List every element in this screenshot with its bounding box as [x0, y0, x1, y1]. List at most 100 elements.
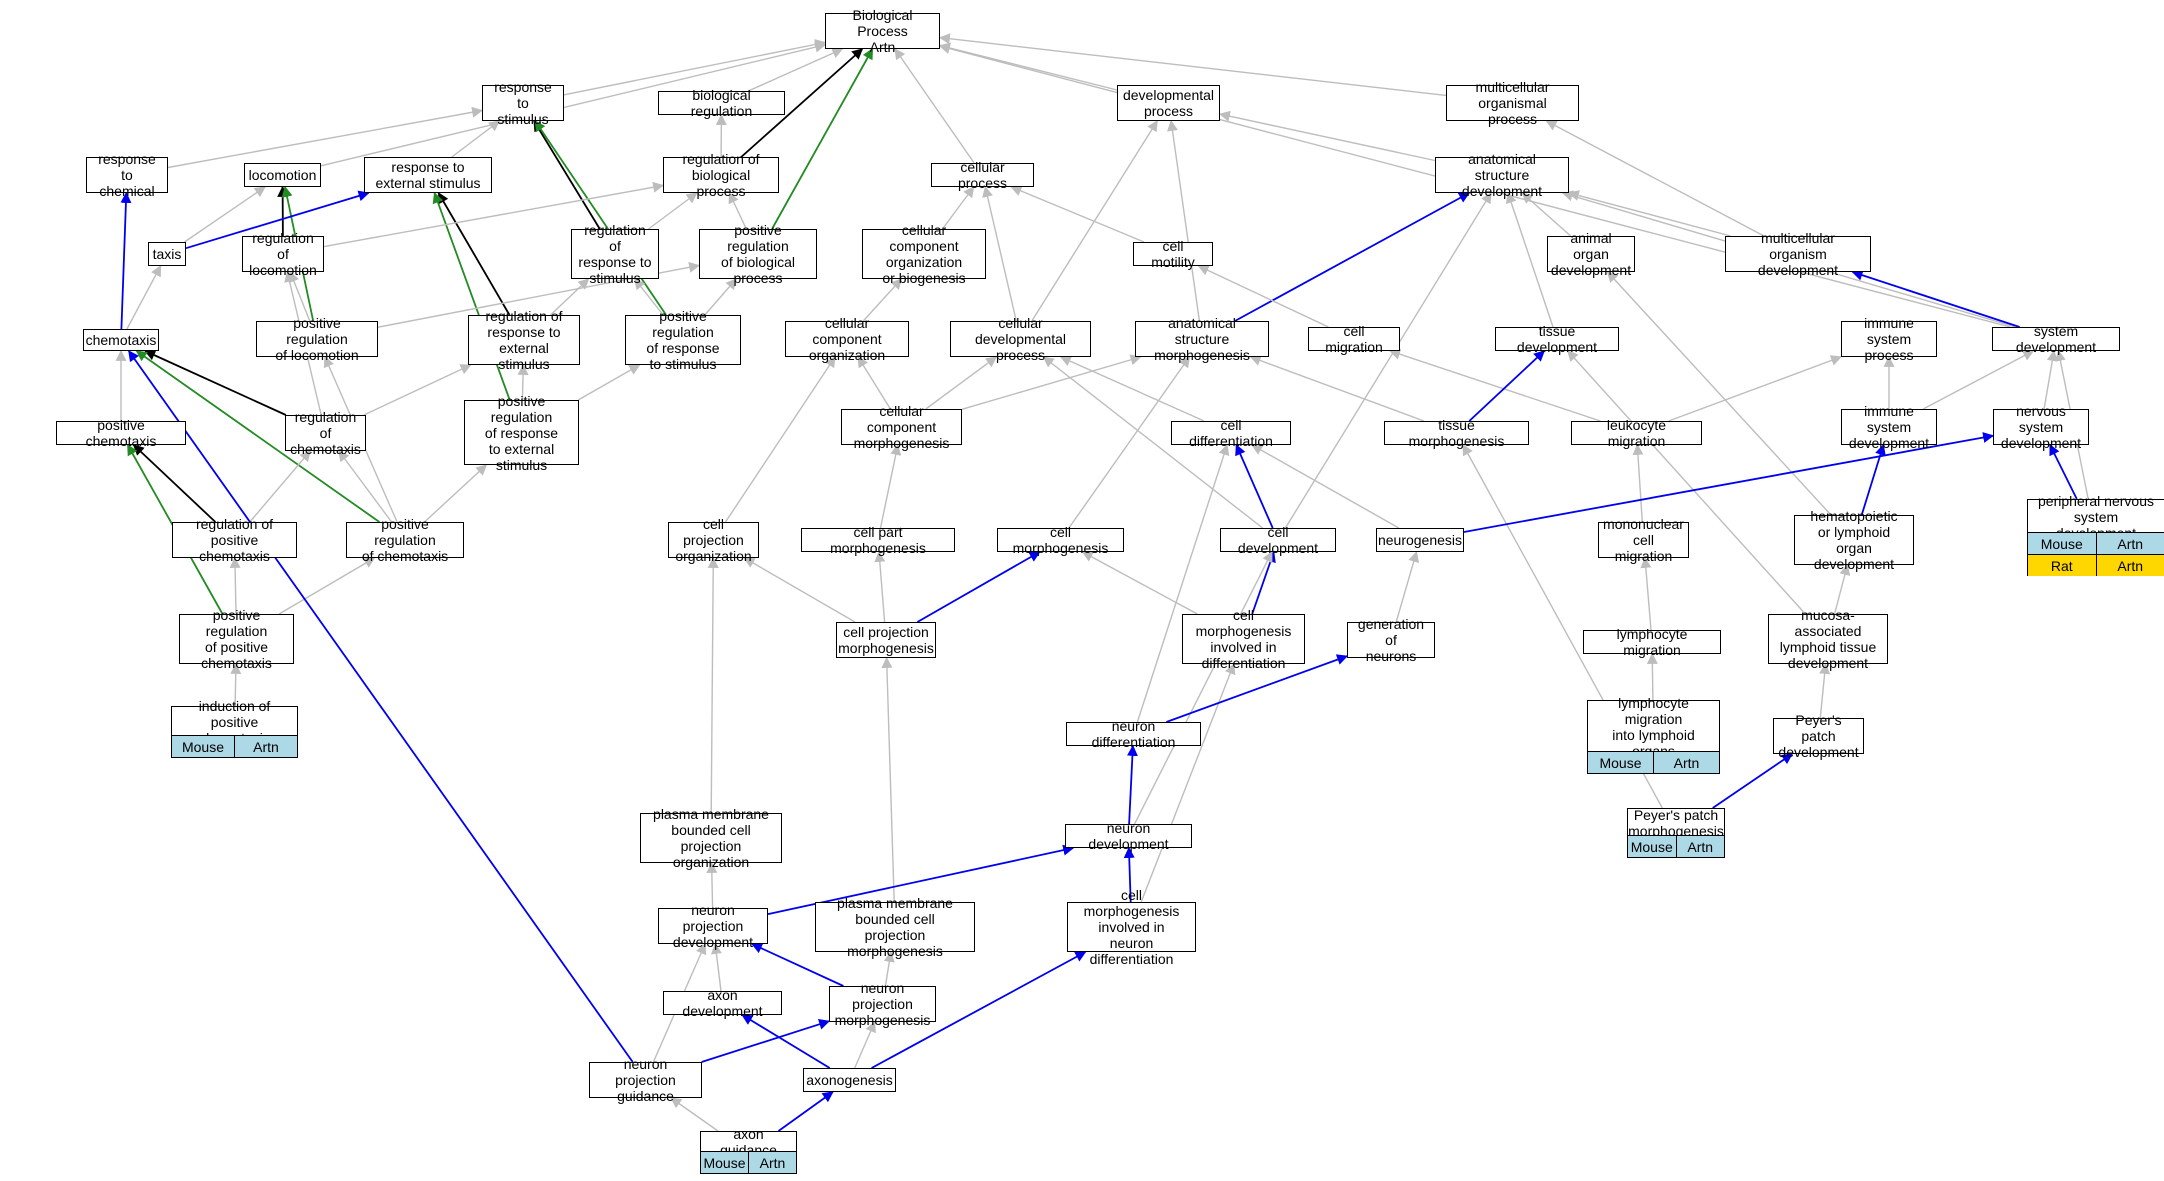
term-node-resp-chem[interactable]: response to chemical	[86, 151, 168, 199]
edge-is-a-cell-part-morph-to-cc-morph	[879, 443, 902, 529]
term-node-anat-morph[interactable]: anatomical structure morphogenesis	[1135, 315, 1269, 363]
term-node-locomotion[interactable]: locomotion	[244, 163, 321, 187]
edge-is-a-cell-dev-to-cell-dev-proc	[1042, 356, 1264, 529]
term-node-tissue-dev[interactable]: tissue development	[1495, 323, 1619, 355]
term-node-reg-pos-chemo[interactable]: regulation of positive chemotaxis	[172, 516, 297, 564]
edge-part-of-system-dev-to-multi-org-dev	[1851, 269, 2020, 328]
term-node-cell-motility[interactable]: cell motility	[1133, 238, 1213, 270]
term-node-immune-dev[interactable]: immune system development	[1841, 403, 1937, 451]
term-node-multi-proc[interactable]: multicellular organismal process	[1446, 79, 1579, 127]
term-node-reg-loco[interactable]: regulation of locomotion	[242, 230, 324, 278]
term-node-chemotaxis[interactable]: chemotaxis	[83, 329, 159, 351]
edge-is-a-malt-dev-to-hemato	[1833, 563, 1851, 615]
term-node-reg-bio[interactable]: regulation of biological process	[663, 151, 779, 199]
term-node-cp-morph[interactable]: cell projection morphogenesis	[836, 622, 936, 658]
term-node-cc-org2[interactable]: cellular component organization	[785, 315, 909, 363]
term-node-pos-reg-chemo[interactable]: positive regulation of chemotaxis	[346, 516, 464, 564]
edge-is-a-cell-motility-to-cell-proc	[1010, 185, 1145, 243]
term-node-axonogenesis[interactable]: axonogenesis	[803, 1068, 896, 1092]
term-node-cc-morph[interactable]: cellular component morphogenesis	[841, 403, 962, 451]
edge-is-a-pos-reg-resp-ext-to-pos-reg-resp-stim	[577, 364, 641, 401]
term-node-hemato[interactable]: hematopoietic or lymphoid organ developm…	[1794, 508, 1914, 572]
edge-part-of-peyer-morph-to-peyer-dev	[1712, 753, 1794, 809]
term-node-periph-dev[interactable]: peripheral nervous system development	[2027, 493, 2164, 541]
edge-part-of-axonogenesis-to-axon-dev	[741, 1014, 831, 1069]
term-node-pos-reg-resp-ext[interactable]: positive regulation of response to exter…	[464, 393, 579, 473]
edge-is-a-cell-dev-to-anat-dev	[1284, 192, 1492, 529]
edge-is-a-pm-cp-morph-to-cp-morph	[881, 656, 895, 903]
term-node-malt-dev[interactable]: mucosa-associated lymphoid tissue develo…	[1768, 607, 1888, 671]
term-node-resp-ext[interactable]: response to external stimulus	[364, 157, 492, 193]
term-node-leuko-mig[interactable]: leukocyte migration	[1571, 417, 1702, 449]
term-node-multi-org-dev[interactable]: multicellular organism development	[1725, 230, 1871, 278]
edge-part-of-cp-morph-to-cell-morph	[916, 551, 1041, 623]
term-node-taxis[interactable]: taxis	[148, 242, 186, 266]
term-node-cell-diff[interactable]: cell differentiation	[1171, 417, 1291, 449]
term-node-cm-inv-diff[interactable]: cell morphogenesis involved in different…	[1182, 607, 1305, 671]
edge-is-a-np-dev-to-pm-cp-org	[706, 861, 718, 909]
term-node-pm-cp-morph[interactable]: plasma membrane bounded cell projection …	[815, 895, 975, 959]
term-node-np-dev[interactable]: neuron projection development	[658, 902, 768, 950]
term-node-lymph-mig[interactable]: lymphocyte migration	[1583, 626, 1721, 658]
term-node-peyer-morph[interactable]: Peyer's patch morphogenesis	[1627, 806, 1725, 839]
term-node-lymph-mig-organs[interactable]: lymphocyte migration into lymphoid organ…	[1587, 695, 1720, 759]
gene-cell: Artn	[2095, 555, 2164, 577]
term-node-neuron-diff[interactable]: neuron differentiation	[1066, 718, 1201, 750]
term-node-resp-stim[interactable]: response to stimulus	[482, 79, 564, 127]
term-node-pos-reg-resp-stim[interactable]: positive regulation of response to stimu…	[625, 308, 741, 372]
term-node-cell-proc[interactable]: cellular process	[931, 159, 1034, 191]
edge-is-a-peyer-dev-to-malt-dev	[1819, 662, 1831, 719]
edge-is-a-cell-morph-to-anat-morph	[1068, 356, 1190, 529]
term-node-neuron-dev[interactable]: neuron development	[1065, 820, 1192, 852]
term-node-cp-org[interactable]: cell projection organization	[668, 516, 759, 564]
term-node-gen-neurons[interactable]: generation of neurons	[1347, 616, 1435, 664]
term-node-cc-org[interactable]: cellular component organization or bioge…	[862, 222, 986, 286]
term-node-dev-proc[interactable]: developmental process	[1117, 85, 1220, 121]
term-node-tissue-morph[interactable]: tissue morphogenesis	[1384, 417, 1529, 449]
term-node-system-dev[interactable]: system development	[1992, 323, 2120, 355]
term-node-pos-chemotaxis[interactable]: positive chemotaxis	[56, 417, 186, 449]
term-node-animal-organ[interactable]: animal organ development	[1547, 230, 1635, 278]
species-cell: Mouse	[2040, 535, 2083, 552]
edge-is-a-pos-reg-resp-stim-to-reg-resp-stim	[634, 278, 664, 316]
term-node-pos-reg-pos-chemo[interactable]: positive regulation of positive chemotax…	[179, 607, 294, 671]
term-node-bio-reg[interactable]: biological regulation	[658, 87, 785, 119]
term-node-nervous-dev[interactable]: nervous system development	[1993, 403, 2089, 451]
term-node-reg-resp-ext[interactable]: regulation of response to external stimu…	[468, 308, 580, 372]
term-node-neurogenesis[interactable]: neurogenesis	[1376, 528, 1464, 552]
term-node-cell-dev[interactable]: cell development	[1220, 524, 1336, 556]
term-node-cell-dev-proc[interactable]: cellular developmental process	[950, 315, 1091, 363]
term-node-cell-migration[interactable]: cell migration	[1308, 323, 1400, 355]
term-node-bp[interactable]: Biological Process Artn	[825, 7, 940, 55]
edge-is-a-animal-organ-to-anat-dev	[1521, 192, 1572, 237]
term-node-np-morph[interactable]: neuron projection morphogenesis	[829, 980, 936, 1028]
term-node-pm-cp-org[interactable]: plasma membrane bounded cell projection …	[640, 806, 782, 870]
term-node-axon-dev[interactable]: axon development	[663, 987, 782, 1019]
term-node-axon-guidance[interactable]: axon guidance	[700, 1126, 797, 1158]
edge-is-a-locomotion-to-bp	[320, 41, 827, 167]
term-node-cell-part-morph[interactable]: cell part morphogenesis	[801, 524, 955, 556]
term-node-cm-inv-neuron[interactable]: cell morphogenesis involved in neuron di…	[1067, 887, 1196, 967]
term-node-pos-reg-loco[interactable]: positive regulation of locomotion	[256, 315, 378, 363]
term-node-peyer-dev[interactable]: Peyer's patch development	[1773, 712, 1864, 760]
term-node-mono-mig[interactable]: mononuclear cell migration	[1598, 516, 1689, 564]
edge-part-of-chemotaxis-to-resp-chem	[120, 191, 132, 330]
term-node-induction[interactable]: induction of positive chemotaxis	[171, 698, 298, 746]
term-node-anat-dev[interactable]: anatomical structure development	[1435, 151, 1569, 199]
term-node-immune-proc[interactable]: immune system process	[1841, 315, 1937, 363]
edge-is-a-taxis-to-locomotion	[184, 186, 266, 243]
edge-regulates-reg-resp-stim-to-resp-stim	[533, 120, 601, 230]
edge-is-a-pos-reg-pos-chemo-to-pos-reg-chemo	[278, 557, 376, 615]
term-node-pos-reg-bio[interactable]: positive regulation of biological proces…	[699, 222, 817, 286]
term-node-reg-resp-stim[interactable]: regulation of response to stimulus	[571, 222, 659, 286]
term-node-cell-morph[interactable]: cell morphogenesis	[997, 524, 1124, 556]
edge-is-a-lymph-mig-organs-to-lymph-mig	[1646, 652, 1658, 701]
species-cell: Rat	[2050, 557, 2073, 574]
edge-is-a-axonogenesis-to-np-morph	[854, 1020, 876, 1069]
term-node-reg-chemotaxis[interactable]: regulation of chemotaxis	[285, 409, 366, 457]
term-node-np-guidance[interactable]: neuron projection guidance	[589, 1056, 702, 1104]
